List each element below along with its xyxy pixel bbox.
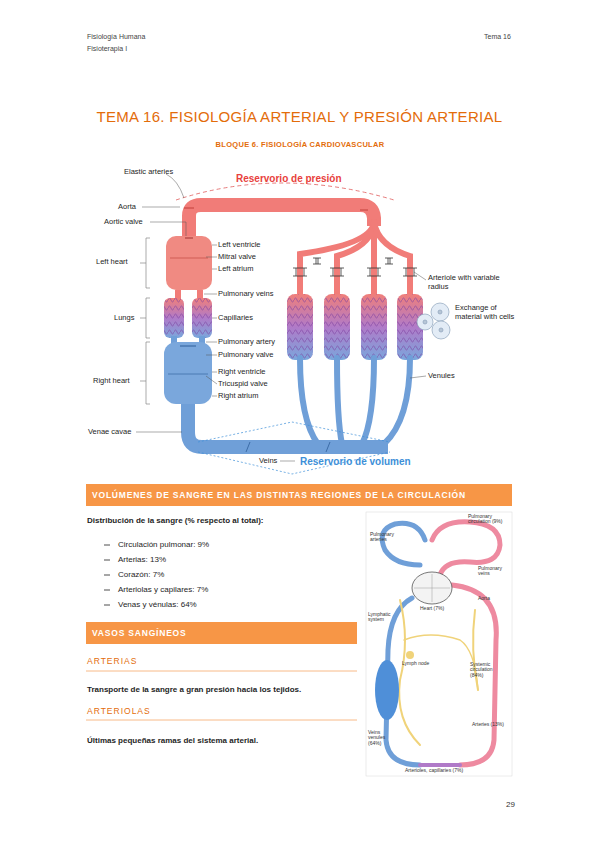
section-bar: VOLÚMENES DE SANGRE EN LAS DISTINTAS REG… — [86, 484, 512, 506]
section-bar: VASOS SANGÍNEOS — [86, 622, 357, 644]
figure-label: Pulmonary veins — [478, 566, 508, 577]
part-label: Left heart — [96, 258, 128, 267]
part-label: Pulmonary valve — [218, 351, 273, 360]
figure-label: Pulmonary arteries — [370, 532, 398, 543]
body-text: Transporte de la sangre a gran presión h… — [87, 685, 301, 694]
part-label: Left atrium — [218, 265, 253, 274]
list-item: Arteriolas y capilares: 7% — [118, 585, 208, 594]
figure-label: Heart (7%) — [420, 606, 450, 611]
figure-label: Arteries (13%) — [472, 722, 506, 727]
figure-label: Pulmonary circulation (9%) — [468, 514, 508, 525]
figure-label: Lymph node — [402, 661, 429, 666]
part-label: Right heart — [93, 377, 130, 386]
part-label: Left ventricle — [218, 241, 261, 250]
header-text: Fisioterapia I — [87, 45, 127, 53]
part-label: Elastic arteries — [124, 168, 173, 177]
part-label: Veins — [259, 457, 277, 466]
part-label: Tricuspid valve — [218, 380, 268, 389]
header-text: Fisiología Humana — [87, 33, 145, 41]
list-item: Venas y vénulas: 64% — [118, 600, 197, 609]
reservoir-label: Reservorio de volumen — [300, 456, 411, 468]
list-item: Arterias: 13% — [118, 555, 166, 564]
part-label: Capillaries — [218, 314, 253, 323]
part-label: Aortic valve — [104, 218, 143, 227]
page-title: TEMA 16. FISIOLOGÍA ARTERIAL Y PRESIÓN A… — [0, 108, 599, 125]
part-label: Exchange of material with cells — [455, 304, 515, 321]
bar-heading: VOLÚMENES DE SANGRE EN LAS DISTINTAS REG… — [92, 490, 466, 500]
body-text: Distribución de la sangre (% respecto al… — [87, 516, 263, 525]
part-label: Venae cavae — [88, 428, 131, 437]
subheading: ARTERIOLAS — [87, 707, 151, 717]
body-text: Últimas pequeñas ramas del sistema arter… — [87, 736, 258, 745]
figure-label: Veins venules (64%) — [368, 730, 394, 746]
figure-label: Systemic circulation (84%) — [470, 662, 506, 678]
part-label: Pulmonary veins — [218, 290, 273, 299]
subheading: ARTERIAS — [87, 657, 137, 667]
reservoir-label: Reservorio de presión — [236, 173, 342, 185]
bar-heading: VASOS SANGÍNEOS — [92, 628, 187, 638]
figure-label: Lymphatic system — [368, 612, 398, 623]
page-number: 29 — [506, 800, 515, 809]
figure-label: Aorta — [478, 596, 490, 601]
part-label: Right atrium — [218, 392, 258, 401]
part-label: Mitral valve — [218, 253, 256, 262]
part-label: Aorta — [118, 203, 136, 212]
list-item: Corazón: 7% — [118, 570, 164, 579]
part-label: Venules — [428, 372, 455, 381]
header-text: Tema 16 — [484, 33, 511, 41]
part-label: Arteriole with variable radius — [428, 274, 510, 291]
list-item: Circulación pulmonar: 9% — [118, 540, 209, 549]
figure-label: Arterioles, capillaries (7%) — [405, 768, 463, 773]
part-label: Right ventricle — [218, 368, 266, 377]
part-label: Lungs — [114, 314, 134, 323]
subtitle: BLOQUE 6. FISIOLOGÍA CARDIOVASCULAR — [150, 141, 450, 150]
part-label: Pulmonary artery — [218, 338, 275, 347]
